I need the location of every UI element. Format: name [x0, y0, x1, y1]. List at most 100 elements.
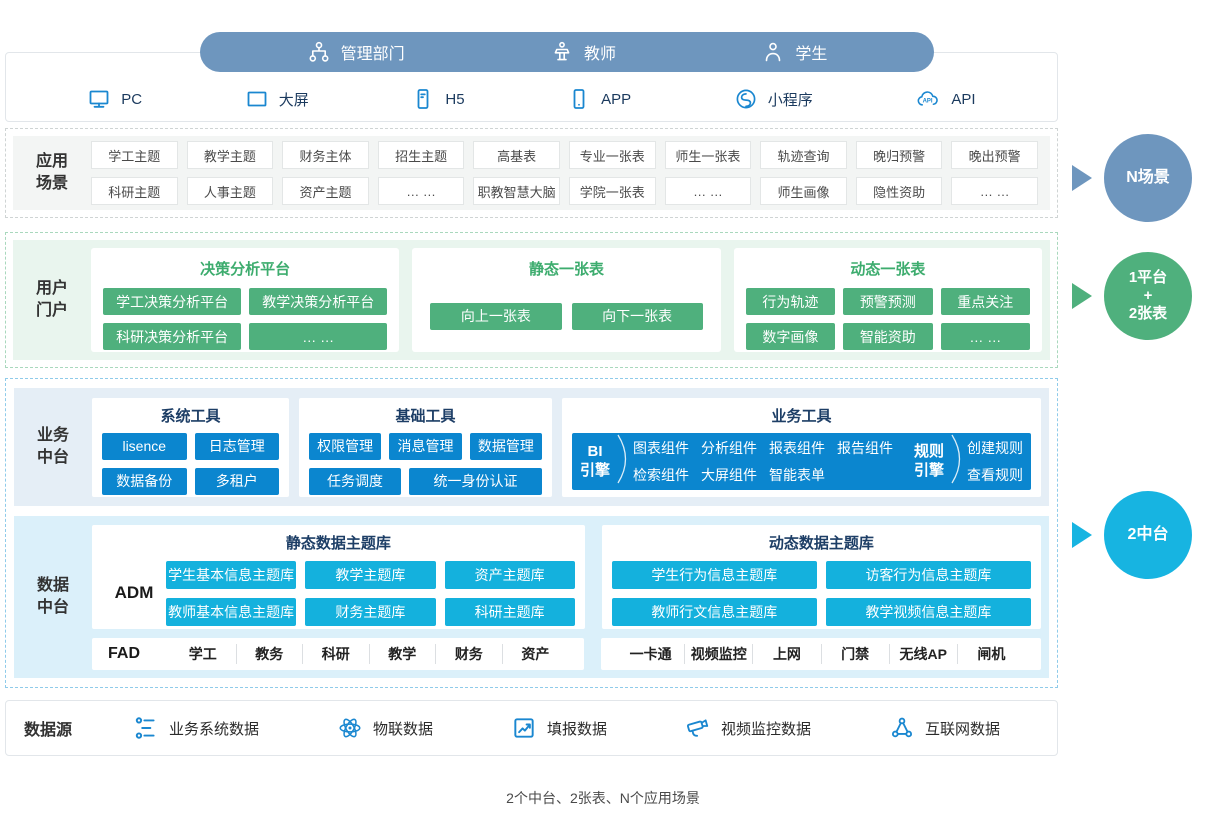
- arrow-right-icon: [1072, 283, 1092, 309]
- audience-admin-label: 管理部门: [340, 46, 405, 63]
- datasource-label: 视频监控数据: [720, 720, 811, 738]
- library-button: 教师行文信息主题库: [611, 597, 817, 626]
- rail-n-scenarios: N场景: [1072, 134, 1192, 222]
- rail-2-middle-platforms: 2中台: [1072, 491, 1192, 579]
- fad-bar: FAD 学工教务科研教学财务资产: [92, 637, 585, 670]
- fad-item: 科研: [302, 643, 369, 664]
- scenario-item: 财务主体: [282, 141, 369, 169]
- card-business-tools: 业务工具 BI 引擎 图表组件分析组件报表组件报告组件: [562, 397, 1041, 497]
- datasource-iot: 物联数据: [337, 715, 433, 741]
- fad-label: FAD: [108, 644, 140, 662]
- portal-button: 数字画像: [745, 323, 836, 350]
- library-button: 教师基本信息主题库: [166, 597, 297, 626]
- scenario-item: 晚出预警: [951, 141, 1038, 169]
- portal-button: … …: [249, 323, 388, 350]
- section-user-portal: 用户 门户 决策分析平台 学工决策分析平台教学决策分析平台科研决策分析平台… ……: [5, 232, 1058, 368]
- dynamic-library-title: 动态数据主题库: [768, 534, 874, 552]
- library-button: 教学主题库: [305, 560, 436, 589]
- portal-button: 科研决策分析平台: [103, 323, 242, 350]
- datasource-label: 业务系统数据: [168, 720, 259, 738]
- fad-item: 资产: [501, 643, 569, 664]
- svg-text:API: API: [923, 99, 933, 105]
- arrow-right-icon: [1072, 522, 1092, 548]
- audience-admin: 管理部门: [307, 40, 405, 64]
- tool-button: lisence: [102, 432, 187, 460]
- bi-components: 图表组件分析组件报表组件报告组件 检索组件大屏组件智能表单: [633, 438, 908, 485]
- scenario-item: 职教智慧大脑: [473, 177, 560, 205]
- circle-platform-tables: 1平台 + 2张表: [1104, 252, 1192, 340]
- portal-button: … …: [940, 323, 1030, 350]
- card-decision-title: 决策分析平台: [200, 261, 291, 278]
- student-icon: [761, 40, 785, 64]
- circle-line: +: [1143, 287, 1153, 304]
- tool-button: 权限管理: [309, 432, 382, 460]
- datasource-internet: 互联网数据: [889, 715, 1000, 741]
- scenario-row-1: 学工主题教学主题财务主体招生主题高基表专业一张表师生一张表轨迹查询晚归预警晚出预…: [91, 141, 1038, 169]
- scenario-item: 晚归预警: [855, 141, 943, 169]
- bi-engine-label: BI 引擎: [580, 442, 611, 480]
- brace-icon: [950, 434, 961, 489]
- scenario-item: 学工主题: [91, 141, 178, 169]
- bi-component: 报表组件: [769, 439, 826, 456]
- cctv-camera-icon: [685, 715, 711, 741]
- device-item: 上网: [752, 643, 820, 664]
- pc-monitor-icon: [87, 87, 111, 111]
- portal-button: 智能资助: [843, 323, 933, 350]
- miniprogram-icon: [734, 87, 758, 111]
- portal-button: 向下一张表: [571, 302, 703, 330]
- internet-network-icon: [889, 715, 915, 741]
- basic-tools-row2: 任务调度统一身份认证: [309, 467, 542, 495]
- audience-student: 学生: [761, 40, 827, 64]
- section-label-data-platform: 数据 中台: [36, 576, 69, 616]
- scenario-item: 师生一张表: [664, 141, 752, 169]
- channel-h5: H5: [411, 87, 465, 111]
- business-system-icon: [133, 715, 159, 741]
- channel-api-label: API: [951, 90, 976, 108]
- card-static-table: 静态一张表 向上一张表向下一张表: [412, 248, 721, 352]
- channel-bigscreen-label: 大屏: [278, 91, 309, 109]
- bi-components-row1: 图表组件分析组件报表组件报告组件: [633, 438, 908, 458]
- scenario-item: 轨迹查询: [760, 141, 847, 169]
- arrow-right-icon: [1072, 165, 1092, 191]
- rule-action: 查看规则: [967, 466, 1023, 483]
- channel-api: API API: [915, 87, 976, 111]
- device-item: 无线AP: [888, 643, 957, 664]
- scenario-item: 人事主题: [186, 177, 274, 205]
- static-library-title: 静态数据主题库: [285, 534, 391, 552]
- channel-bigscreen: 大屏: [245, 87, 309, 111]
- app-phone-icon: [567, 87, 591, 111]
- rule-engine-label: 规则 引擎: [913, 442, 944, 480]
- tool-button: 多租户: [194, 467, 279, 495]
- portal-button: 学工决策分析平台: [103, 288, 242, 315]
- device-item: 视频监控: [684, 643, 752, 664]
- portal-button: 预警预测: [843, 288, 933, 315]
- datasource-label: 物联数据: [372, 720, 433, 738]
- scenario-item: … …: [664, 177, 752, 205]
- bi-component: 报告组件: [837, 439, 894, 456]
- audience-teacher: 教师: [550, 40, 616, 64]
- library-button: 访客行为信息主题库: [825, 560, 1031, 589]
- fad-item: 学工: [188, 645, 217, 662]
- card-static-title: 静态一张表: [528, 261, 604, 278]
- section-label-data-source: 数据源: [24, 722, 73, 739]
- decision-buttons: 学工决策分析平台教学决策分析平台科研决策分析平台… …: [103, 288, 388, 350]
- bi-component: 图表组件: [633, 439, 690, 456]
- datasource-report: 填报数据: [511, 715, 607, 741]
- audience-bar: 管理部门 教师 学生: [200, 32, 934, 72]
- scenario-item: 招生主题: [377, 141, 465, 169]
- card-decision-platform: 决策分析平台 学工决策分析平台教学决策分析平台科研决策分析平台… …: [91, 248, 400, 352]
- circle-line: 1平台: [1128, 269, 1168, 286]
- tool-button: 日志管理: [194, 432, 279, 460]
- library-button: 学生基本信息主题库: [166, 560, 297, 589]
- channel-miniprogram: 小程序: [734, 87, 813, 111]
- adm-label: ADM: [114, 583, 154, 602]
- basic-tools-row1: 权限管理消息管理数据管理: [309, 432, 542, 460]
- device-item: 门禁: [820, 643, 889, 664]
